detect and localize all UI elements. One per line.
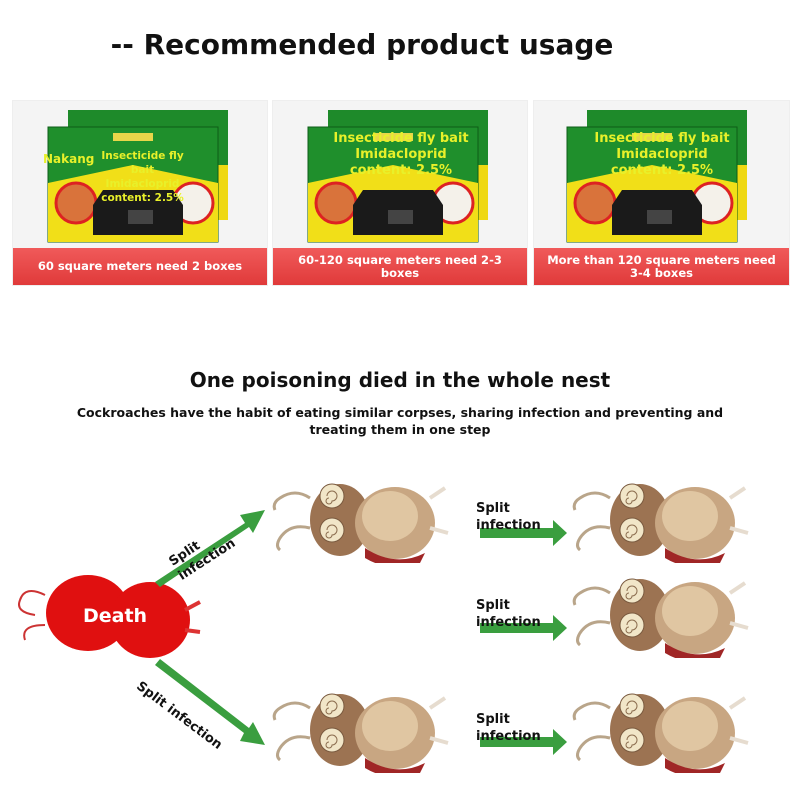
caption-bar: More than 120 square meters need 3-4 box… (534, 248, 789, 285)
box-text: Insecticide fly bait Imidacloprid conten… (594, 131, 730, 178)
box-text: Insecticide fly bait Imidacloprid conten… (333, 131, 469, 178)
infection-diagram (18, 482, 750, 773)
page-title-text: -- Recommended product usage (110, 28, 614, 61)
box-text: Insecticide fly bait Imidacloprid conten… (101, 150, 184, 204)
dead-cockroach-image (572, 577, 750, 658)
dead-cockroach-image (572, 692, 750, 773)
arrow-right-icon (480, 615, 567, 641)
section-heading: One poisoning died in the whole nest (189, 368, 611, 392)
caption-bar: 60-120 square meters need 2-3 boxes (273, 248, 527, 285)
caption-bar: 60 square meters need 2 boxes (13, 248, 267, 285)
arrow-down-diagonal-icon (155, 659, 265, 745)
arrow-right-icon (480, 520, 567, 546)
product-card-1: Nakang Insecticide fly bait Imidacloprid… (12, 100, 268, 286)
green-arrows (155, 510, 567, 755)
arrow-label: Split infection (476, 501, 541, 533)
dead-cockroach-image (572, 482, 750, 563)
arrow-label: Split infection (476, 712, 541, 744)
brand-label: Nakang (43, 152, 95, 166)
arrow-up-diagonal-icon (155, 510, 265, 587)
page-title: -- Recommended product usage (0, 28, 800, 61)
death-label: Death (83, 605, 148, 627)
death-cockroach (18, 575, 201, 658)
product-card-3: Insecticide fly bait Imidacloprid conten… (533, 100, 790, 286)
section-subtitle: Cockroaches have the habit of eating sim… (76, 405, 724, 437)
dead-cockroach-image (272, 692, 450, 773)
dead-cockroach-image (272, 482, 450, 563)
product-card-2: Insecticide fly bait Imidacloprid conten… (272, 100, 528, 286)
arrow-right-icon (480, 729, 567, 755)
arrow-label: Split infection (476, 598, 541, 630)
